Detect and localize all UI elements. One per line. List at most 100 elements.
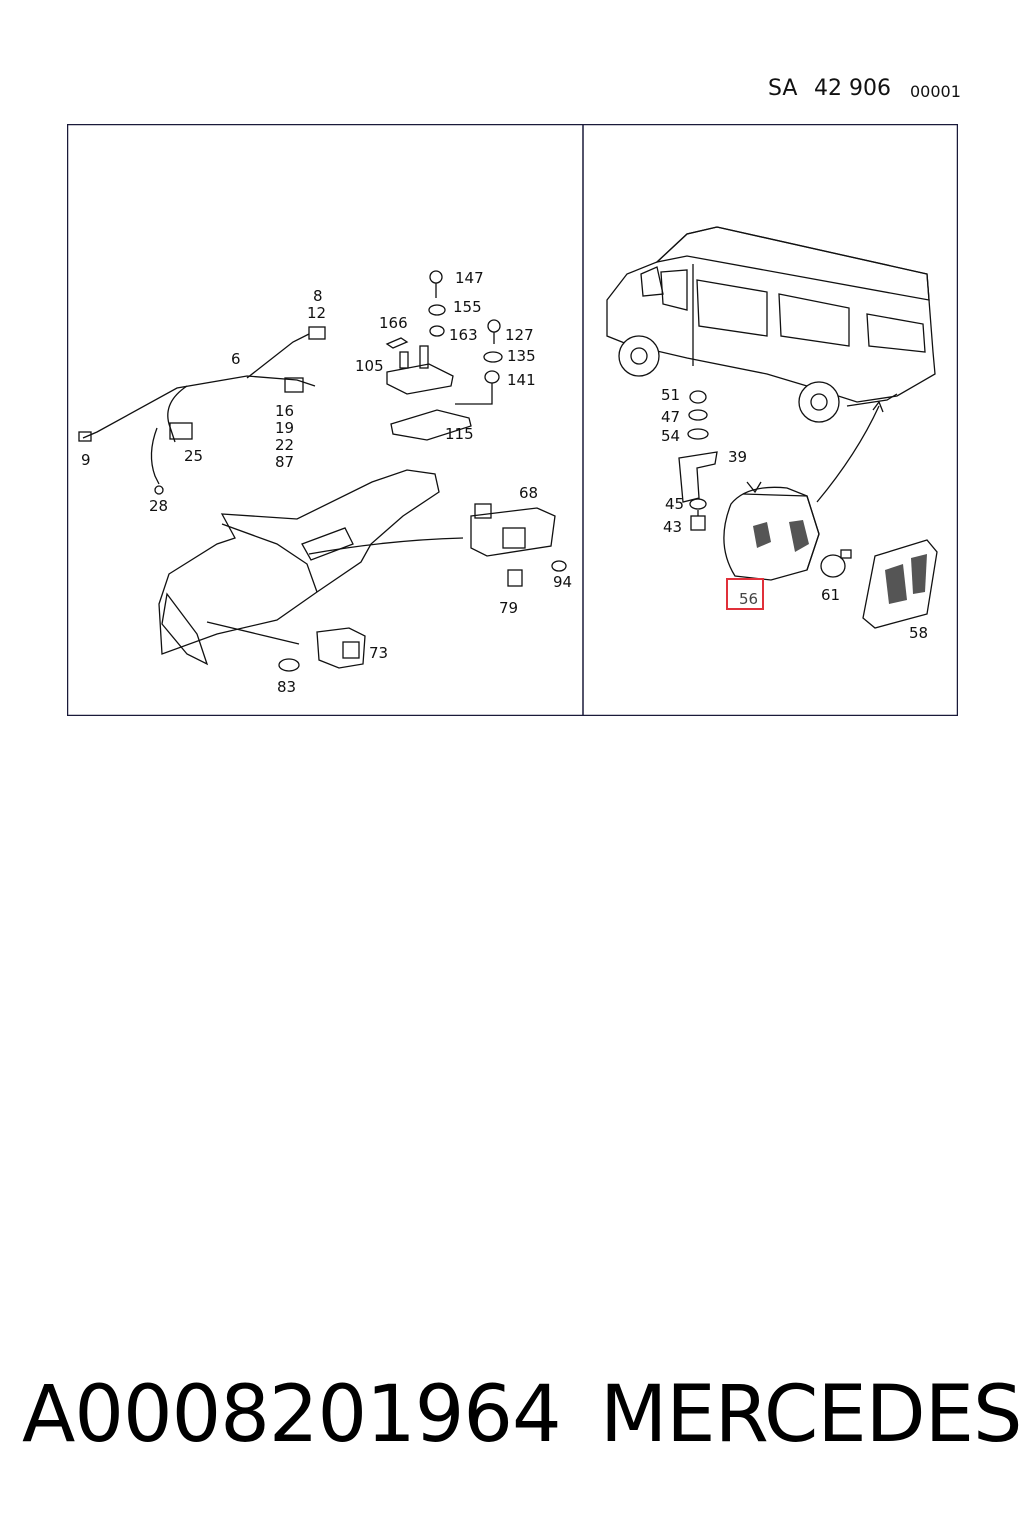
lamp-lens-edge xyxy=(742,493,820,571)
callout-115: 115 xyxy=(445,425,474,443)
van-window-1 xyxy=(696,279,768,337)
switch-68-housing xyxy=(474,503,492,519)
washer-135 xyxy=(483,351,503,363)
parts-diagram: 147 8 12 155 166 163 127 6 105 135 141 1… xyxy=(67,124,958,716)
van-body xyxy=(606,226,936,403)
screw-147 xyxy=(429,270,443,284)
arrow-lamp-to-van xyxy=(816,405,880,503)
arrow-73-to-dash xyxy=(206,621,300,645)
callout-8: 8 xyxy=(313,287,323,305)
washer-45 xyxy=(689,498,707,510)
bulb-166 xyxy=(385,337,409,349)
switch-68-rocker xyxy=(502,527,526,549)
left-callouts: 147 8 12 155 166 163 127 6 105 135 141 1… xyxy=(81,269,572,696)
highlight-box xyxy=(726,578,764,610)
left-panel xyxy=(78,270,567,672)
callout-141: 141 xyxy=(507,371,536,389)
callout-12: 12 xyxy=(307,304,326,322)
right-panel xyxy=(606,226,938,629)
callout-147: 147 xyxy=(455,269,484,287)
van-window-3 xyxy=(866,313,926,353)
callout-54: 54 xyxy=(661,427,680,445)
dashboard-left-face xyxy=(161,592,209,666)
diagram-frame xyxy=(67,124,958,716)
leader-141 xyxy=(455,383,493,405)
dashboard-crease xyxy=(221,523,318,593)
callout-163: 163 xyxy=(449,326,478,344)
van-door-window xyxy=(660,269,688,311)
arrow-head xyxy=(872,400,884,413)
bulb-94 xyxy=(551,560,567,572)
switch-73 xyxy=(316,627,366,669)
callout-135: 135 xyxy=(507,347,536,365)
switch-73-button xyxy=(342,641,360,659)
lens-58-pattern-2 xyxy=(911,554,927,594)
page-footer: A0008201964 MERCEDES xyxy=(0,1370,1024,1480)
callout-155: 155 xyxy=(453,298,482,316)
lamp-lens-pattern xyxy=(789,520,809,552)
van-roof xyxy=(654,226,930,301)
relay-pin-a xyxy=(399,351,409,369)
connector-9 xyxy=(78,431,92,442)
van-front-wheel xyxy=(618,335,660,377)
callout-79: 79 xyxy=(499,599,518,617)
bolt-43 xyxy=(690,515,706,531)
washer-155 xyxy=(428,304,446,316)
callout-47: 47 xyxy=(661,408,680,426)
ground-wire xyxy=(150,427,160,485)
callout-127: 127 xyxy=(505,326,534,344)
van-front-hub xyxy=(630,347,648,365)
callout-83: 83 xyxy=(277,678,296,696)
callout-25: 25 xyxy=(184,447,203,465)
screw-127 xyxy=(487,319,501,333)
connector-16 xyxy=(284,377,304,393)
callout-28: 28 xyxy=(149,497,168,515)
dashboard-panel xyxy=(158,469,440,655)
harness-main-wire xyxy=(82,375,316,439)
callout-45: 45 xyxy=(665,495,684,513)
callout-39: 39 xyxy=(728,448,747,466)
page-header: SA 42 906 00001 xyxy=(0,72,1024,108)
bracket-39 xyxy=(678,451,718,503)
callout-22: 22 xyxy=(275,436,294,454)
connector-25 xyxy=(169,422,193,440)
highlight-callout-56[interactable]: 56 xyxy=(726,578,764,610)
bulb-83 xyxy=(278,658,300,672)
right-callouts: 51 47 54 39 45 43 61 58 xyxy=(661,386,928,642)
relay-pin-b xyxy=(419,345,429,369)
arrow-68-to-dash xyxy=(308,537,464,555)
header-code: 00001 xyxy=(910,82,961,101)
callout-56: 56 xyxy=(739,590,758,608)
callout-19: 19 xyxy=(275,419,294,437)
nut-51 xyxy=(689,390,707,404)
callout-9: 9 xyxy=(81,451,91,469)
nut-163 xyxy=(429,325,445,337)
bulb-61 xyxy=(820,554,846,578)
harness-branch-wire xyxy=(167,385,188,443)
callout-58: 58 xyxy=(909,624,928,642)
connector-8 xyxy=(308,326,326,340)
van-rear-wheel xyxy=(798,381,840,423)
brand-name: MERCEDES xyxy=(600,1370,1022,1460)
callout-16: 16 xyxy=(275,402,294,420)
washer-47 xyxy=(688,409,708,421)
lens-79 xyxy=(507,569,523,587)
lens-58-pattern xyxy=(885,564,907,604)
lamp-lens-pattern-2 xyxy=(753,522,771,548)
switch-68 xyxy=(470,507,556,557)
header-group-number: 42 906 xyxy=(814,76,891,101)
van-rear-hub xyxy=(810,393,828,411)
lamp-mount xyxy=(746,481,762,494)
callout-6: 6 xyxy=(231,350,241,368)
dashboard-opening xyxy=(301,527,354,561)
callout-94: 94 xyxy=(553,573,572,591)
part-number: A0008201964 xyxy=(22,1370,562,1460)
nut-141 xyxy=(484,370,500,384)
callout-105: 105 xyxy=(355,357,384,375)
relay-block-105 xyxy=(386,363,454,395)
callout-68: 68 xyxy=(519,484,538,502)
callout-43: 43 xyxy=(663,518,682,536)
callout-166: 166 xyxy=(379,314,408,332)
van-rear-bumper xyxy=(846,393,898,407)
van-window-2 xyxy=(778,293,850,347)
